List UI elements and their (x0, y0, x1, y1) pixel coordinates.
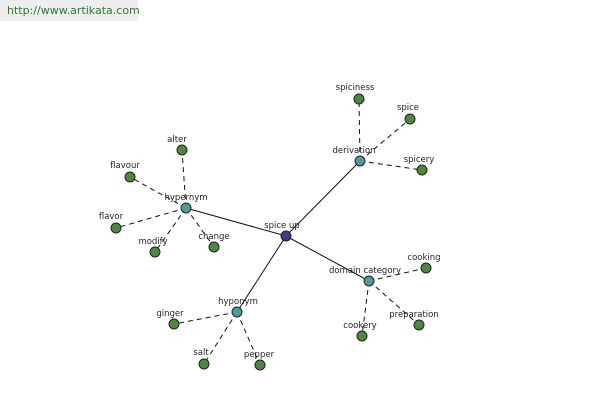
site-url-link[interactable]: http://www.artikata.com (7, 4, 140, 17)
node-salt[interactable]: salt (193, 348, 210, 370)
edge-center-derivation (285, 160, 361, 237)
leaf-node-label: pepper (244, 350, 275, 360)
center-node-dot[interactable] (280, 230, 292, 242)
category-node-dot[interactable] (231, 306, 243, 318)
node-modify[interactable]: modify (138, 237, 168, 258)
category-node-dot[interactable] (363, 275, 375, 287)
node-pepper[interactable]: pepper (244, 350, 275, 371)
leaf-node-label: preparation (389, 310, 439, 320)
node-cooking[interactable]: cooking (407, 253, 441, 274)
node-preparation[interactable]: preparation (389, 310, 439, 331)
edge-derivation-spiciness (358, 98, 361, 162)
edge-derivation-spicery (359, 160, 423, 171)
node-spice[interactable]: spice (397, 103, 419, 125)
category-node-label: domain category (329, 266, 401, 276)
leaf-node-label: alter (167, 135, 187, 145)
category-node-label: derivation (332, 146, 375, 156)
node-flavor[interactable]: flavor (99, 212, 124, 234)
leaf-node-label: change (198, 232, 229, 242)
category-node-dot[interactable] (180, 202, 192, 214)
leaf-node-dot[interactable] (198, 358, 210, 370)
edge-hypernym-flavour (129, 176, 187, 209)
leaf-node-dot[interactable] (420, 262, 432, 274)
node-spiciness[interactable]: spiciness (336, 83, 375, 105)
leaf-node-dot[interactable] (416, 164, 428, 176)
center-node-label: spice up (264, 221, 300, 231)
leaf-node-label: spicery (404, 155, 435, 165)
node-derivation[interactable]: derivation (332, 146, 376, 167)
leaf-node-label: salt (193, 348, 209, 358)
node-alter[interactable]: alter (167, 135, 188, 156)
leaf-node-label: spice (397, 103, 419, 113)
edge-hyponym-pepper (236, 311, 261, 366)
graph-nodes: alter flavour flavor modify change spiciness s… (99, 83, 441, 371)
leaf-node-label: ginger (156, 309, 184, 319)
edge-center-hyponym (236, 235, 287, 313)
node-spicery[interactable]: spicery (404, 155, 435, 176)
graph-edges (115, 98, 427, 366)
node-cookery[interactable]: cookery (343, 321, 377, 342)
leaf-node-dot[interactable] (168, 318, 180, 330)
node-spice-up[interactable]: spice up (264, 221, 300, 242)
leaf-node-dot[interactable] (176, 144, 188, 156)
node-hypernym[interactable]: hypernym (164, 193, 208, 214)
leaf-node-label: modify (138, 237, 167, 247)
edge-center-domain-category (285, 235, 370, 282)
leaf-node-dot[interactable] (413, 319, 425, 331)
leaf-node-dot[interactable] (356, 330, 368, 342)
leaf-node-dot[interactable] (254, 359, 266, 371)
edge-hyponym-ginger (173, 311, 238, 325)
leaf-node-dot[interactable] (353, 93, 365, 105)
leaf-node-label: flavor (99, 212, 124, 222)
category-node-label: hypernym (164, 193, 207, 203)
leaf-node-label: cookery (343, 321, 376, 331)
leaf-node-dot[interactable] (124, 171, 136, 183)
url-banner[interactable]: http://www.artikata.com (0, 0, 140, 21)
edge-domain-category-preparation (368, 280, 420, 326)
edge-hypernym-flavor (115, 207, 187, 229)
node-flavour[interactable]: flavour (110, 161, 140, 183)
leaf-node-dot[interactable] (110, 222, 122, 234)
category-node-label: hyponym (218, 297, 258, 307)
edge-center-hypernym (185, 207, 287, 237)
edge-hypernym-alter (181, 149, 187, 209)
edge-derivation-spice (359, 118, 411, 162)
leaf-node-label: spiciness (336, 83, 375, 93)
edge-domain-category-cooking (368, 267, 427, 282)
node-change[interactable]: change (198, 232, 230, 253)
edge-hypernym-change (185, 207, 215, 248)
leaf-node-label: flavour (110, 161, 140, 171)
edge-hyponym-salt (203, 311, 238, 365)
edge-domain-category-cookery (361, 280, 370, 337)
leaf-node-label: cooking (407, 253, 440, 263)
node-domain-category[interactable]: domain category (329, 266, 401, 287)
node-hyponym[interactable]: hyponym (218, 297, 258, 318)
leaf-node-dot[interactable] (208, 241, 220, 253)
node-ginger[interactable]: ginger (156, 309, 184, 330)
category-node-dot[interactable] (354, 155, 366, 167)
leaf-node-dot[interactable] (149, 246, 161, 258)
leaf-node-dot[interactable] (404, 113, 416, 125)
